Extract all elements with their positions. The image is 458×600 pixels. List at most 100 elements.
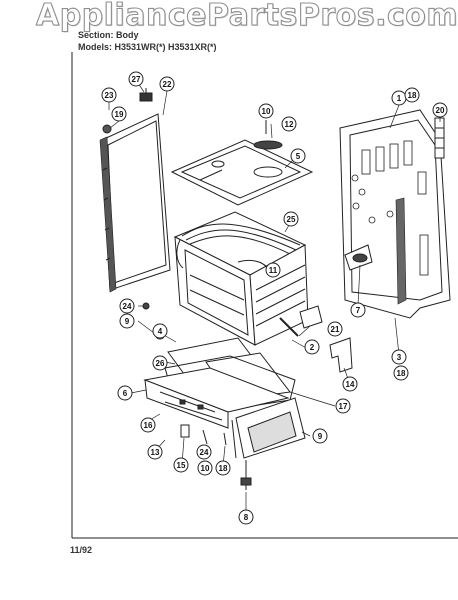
kick-panel-part (231, 397, 306, 459)
callout-circle (350, 302, 366, 318)
callout-circle (304, 339, 320, 355)
callout-circle (393, 365, 409, 381)
callout-c10b: 10 (197, 460, 213, 476)
callout-label: 24 (123, 302, 132, 311)
callout-circle (281, 116, 297, 132)
callout-c12: 12 (281, 116, 297, 132)
callout-label: 20 (436, 106, 445, 115)
side-bracket-part (329, 337, 353, 373)
grommet-part (102, 124, 112, 134)
callout-circle (111, 106, 127, 122)
callout-c23: 23 (101, 87, 117, 103)
callout-circle (147, 444, 163, 460)
callout-label: 8 (244, 513, 249, 522)
callout-label: 1 (397, 94, 402, 103)
callout-c4: 4 (152, 323, 168, 339)
callout-c1: 1 (391, 90, 407, 106)
callout-label: 11 (269, 266, 278, 275)
callout-c24a: 24 (119, 298, 135, 314)
callout-label: 22 (163, 80, 172, 89)
callout-c20: 20 (432, 102, 448, 118)
callout-c7: 7 (350, 302, 366, 318)
callout-c14: 14 (342, 376, 358, 392)
watermark-text: AppliancePartsPros.com (35, 0, 458, 34)
callout-label: 7 (356, 306, 361, 315)
callout-circle (140, 417, 156, 433)
callout-label: 5 (296, 152, 301, 161)
callout-label: 23 (105, 91, 114, 100)
leveling-leg-part (240, 460, 252, 490)
callout-label: 10 (201, 464, 210, 473)
callout-label: 9 (318, 432, 323, 441)
callout-label: 18 (219, 464, 228, 473)
screw-part-a (202, 429, 208, 445)
callout-circle (196, 444, 212, 460)
callout-circle (238, 509, 254, 525)
callout-circle (152, 323, 168, 339)
top-shield-part (170, 139, 314, 206)
callout-circle (258, 103, 274, 119)
callout-label: 27 (132, 75, 141, 84)
callout-label: 15 (177, 461, 186, 470)
footer-date: 11/92 (70, 545, 93, 555)
callout-c27: 27 (128, 71, 144, 87)
callout-label: 17 (339, 402, 348, 411)
callout-circle (312, 428, 328, 444)
callout-c18a: 18 (404, 87, 420, 103)
callout-c24b: 24 (196, 444, 212, 460)
callout-c21: 21 (327, 321, 343, 337)
section-title: Section: Body (78, 30, 139, 40)
callout-label: 6 (123, 389, 128, 398)
callout-label: 9 (125, 317, 130, 326)
callout-label: 4 (158, 327, 163, 336)
callout-label: 19 (115, 110, 124, 119)
callout-circle (290, 148, 306, 164)
oven-cavity-part (173, 211, 309, 346)
callout-c13: 13 (147, 444, 163, 460)
callout-label: 25 (287, 215, 296, 224)
callout-c15: 15 (173, 457, 189, 473)
callout-c2: 2 (304, 339, 320, 355)
callout-label: 16 (144, 421, 153, 430)
callout-c5: 5 (290, 148, 306, 164)
callout-label: 2 (310, 343, 315, 352)
callout-c16: 16 (140, 417, 156, 433)
callout-c19: 19 (111, 106, 127, 122)
callout-circle (342, 376, 358, 392)
callout-c6: 6 (117, 385, 133, 401)
callout-circle (152, 355, 168, 371)
callout-circle (128, 71, 144, 87)
callout-circle (265, 262, 281, 278)
callout-label: 24 (200, 448, 209, 457)
callout-c8: 8 (238, 509, 254, 525)
callout-circle (327, 321, 343, 337)
callout-c22: 22 (159, 76, 175, 92)
callout-circle (117, 385, 133, 401)
side-panel-part (99, 113, 171, 293)
callout-c25: 25 (283, 211, 299, 227)
clip-part-lower (180, 424, 190, 438)
callout-c9a: 9 (119, 313, 135, 329)
rear-panel-part (339, 109, 451, 319)
callout-label: 3 (397, 353, 402, 362)
callout-label: 18 (397, 369, 406, 378)
callout-circle (173, 457, 189, 473)
hinge-bracket-part (279, 305, 323, 337)
callout-label: 13 (151, 448, 160, 457)
callout-c11: 11 (265, 262, 281, 278)
callout-label: 10 (262, 107, 271, 116)
base-frame-part (143, 367, 290, 429)
callout-circle (335, 398, 351, 414)
callout-c3: 3 (391, 349, 407, 365)
terminal-part (434, 117, 445, 159)
callout-c18c: 18 (215, 460, 231, 476)
callout-circle (404, 87, 420, 103)
callout-c9b: 9 (312, 428, 328, 444)
callout-label: 12 (285, 120, 294, 129)
callout-c18b: 18 (393, 365, 409, 381)
callout-c17: 17 (335, 398, 351, 414)
callout-c10a: 10 (258, 103, 274, 119)
callout-circle (197, 460, 213, 476)
callout-circle (391, 349, 407, 365)
